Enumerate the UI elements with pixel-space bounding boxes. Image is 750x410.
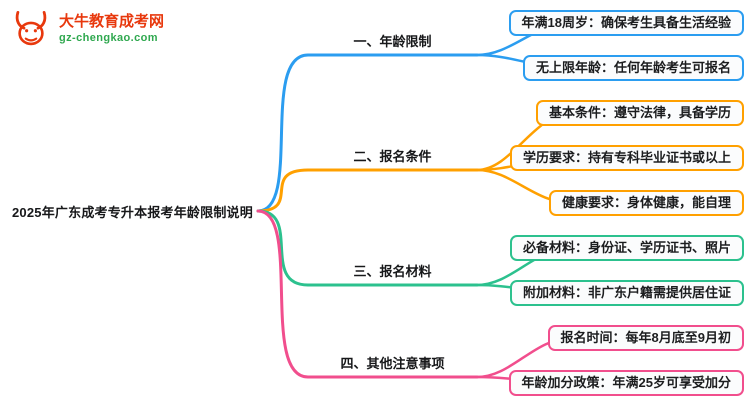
leaf-node: 基本条件：遵守法律，具备学历 bbox=[535, 100, 744, 126]
branch-node-other-notes: 四、其他注意事项 bbox=[340, 356, 445, 371]
logo-title: 大牛教育成考网 bbox=[59, 12, 165, 30]
leaf-node: 学历要求：持有专科毕业证书或以上 bbox=[509, 145, 744, 171]
leaf-node: 附加材料：非广东户籍需提供居住证 bbox=[509, 280, 744, 306]
logo-domain: gz-chengkao.com bbox=[59, 31, 158, 44]
leaf-node: 年满18周岁：确保考生具备生活经验 bbox=[508, 10, 744, 36]
root-node: 2025年广东成考专升本报考年龄限制说明 bbox=[12, 205, 253, 220]
branch-node-requirements: 二、报名条件 bbox=[353, 149, 432, 164]
leaf-node: 必备材料：身份证、学历证书、照片 bbox=[509, 235, 744, 261]
branch1-connector bbox=[256, 53, 479, 213]
branch4-connector bbox=[256, 209, 479, 379]
leaf-node: 健康要求：身体健康，能自理 bbox=[548, 190, 744, 216]
branch-node-materials: 三、报名材料 bbox=[353, 264, 432, 279]
branch2-connector bbox=[256, 168, 479, 213]
site-logo[interactable]: 大牛教育成考网 gz-chengkao.com bbox=[10, 8, 164, 50]
leaf-node: 年龄加分政策：年满25岁可享受加分 bbox=[508, 370, 744, 396]
branch-node-age-limit: 一、年龄限制 bbox=[353, 34, 432, 49]
branch3-connector bbox=[256, 209, 479, 287]
leaf-node: 报名时间：每年8月底至9月初 bbox=[547, 325, 744, 351]
bull-logo-icon bbox=[15, 10, 47, 46]
leaf-node: 无上限年龄：任何年龄考生可报名 bbox=[522, 55, 744, 81]
